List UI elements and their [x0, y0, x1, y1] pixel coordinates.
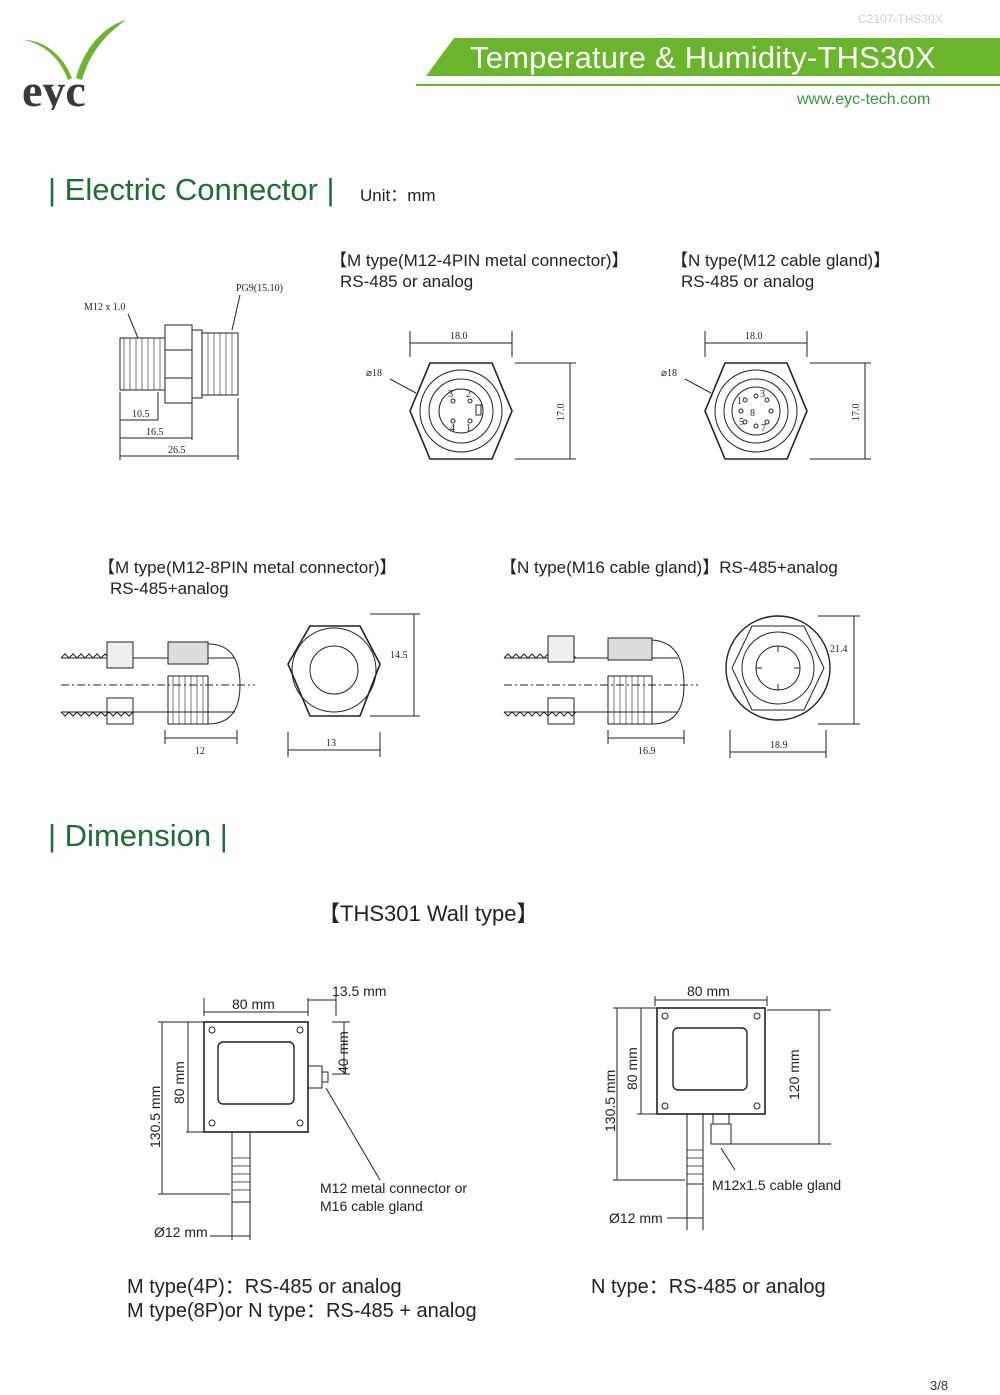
wall-type-m-drawing: 80 mm 13.5 mm 40 mm 80 mm 130.5 mm — [140, 980, 500, 1240]
svg-text:2: 2 — [466, 389, 471, 400]
m8-subtitle: RS-485+analog — [110, 579, 229, 598]
svg-text:130.5 mm: 130.5 mm — [602, 1070, 618, 1132]
note-n-type: N type：RS-485 or analog — [591, 1276, 826, 1298]
m4-front-view-drawing: 18.0 2 3 4 1 ⌀18 17.0 — [360, 325, 590, 465]
dimension-heading: | Dimension | — [48, 818, 228, 853]
dimension-subtitle: 【THS301 Wall type】 — [318, 901, 539, 926]
website-link[interactable]: www.eyc-tech.com — [797, 91, 931, 108]
svg-text:26.5: 26.5 — [168, 445, 186, 456]
svg-text:14.5: 14.5 — [390, 650, 408, 661]
svg-text:17.0: 17.0 — [556, 404, 567, 422]
svg-text:4: 4 — [450, 423, 455, 434]
m8-side-view-drawing: 12 — [55, 612, 260, 762]
svg-text:1: 1 — [466, 423, 471, 434]
n12-subtitle: RS-485 or analog — [681, 272, 815, 291]
svg-text:3: 3 — [760, 389, 765, 400]
svg-text:120 mm: 120 mm — [786, 1049, 802, 1100]
svg-text:⌀18: ⌀18 — [661, 368, 677, 379]
svg-text:80 mm: 80 mm — [171, 1061, 187, 1104]
n16-side-view-drawing: 16.9 — [498, 612, 703, 762]
svg-text:130.5 mm: 130.5 mm — [147, 1086, 163, 1148]
svg-text:80 mm: 80 mm — [232, 996, 275, 1012]
title-banner — [426, 38, 1000, 76]
svg-text:80 mm: 80 mm — [687, 983, 730, 999]
svg-text:PG9(15.10): PG9(15.10) — [236, 283, 283, 294]
m8-front-view-drawing: 14.5 13 — [280, 612, 420, 762]
svg-text:eyc: eyc — [22, 65, 86, 110]
m4-title: 【M type(M12-4PIN metal connector)】 — [330, 251, 629, 270]
unit-label: Unit：mm — [360, 186, 436, 205]
svg-text:18.9: 18.9 — [770, 740, 788, 751]
svg-text:M12 x 1.0: M12 x 1.0 — [84, 302, 125, 313]
left-probe-diameter: Ø12 mm — [154, 1224, 208, 1240]
right-probe-diameter: Ø12 mm — [609, 1210, 663, 1226]
svg-text:13: 13 — [326, 738, 336, 749]
left-callout-line2: M16 cable gland — [320, 1198, 423, 1214]
svg-text:18.0: 18.0 — [450, 331, 468, 342]
svg-text:10.5: 10.5 — [132, 409, 150, 420]
note-m8-n: M type(8P)or N type：RS-485 + analog — [127, 1300, 477, 1322]
svg-text:1: 1 — [737, 396, 742, 407]
svg-text:21.4: 21.4 — [830, 644, 848, 655]
svg-text:12: 12 — [195, 746, 205, 757]
note-m4: M type(4P)：RS-485 or analog — [127, 1276, 402, 1298]
m8-title: 【M type(M12-8PIN metal connector)】 — [98, 558, 397, 577]
svg-text:7: 7 — [761, 423, 766, 434]
n12-title: 【N type(M12 cable gland)】 — [671, 251, 891, 270]
svg-text:13.5 mm: 13.5 mm — [332, 983, 386, 999]
svg-text:80 mm: 80 mm — [624, 1047, 640, 1090]
svg-text:⌀18: ⌀18 — [366, 368, 382, 379]
electric-connector-heading: | Electric Connector | — [48, 172, 335, 207]
svg-text:5: 5 — [739, 417, 744, 428]
svg-text:40 mm: 40 mm — [335, 1031, 351, 1074]
wall-type-n-drawing: 80 mm 80 mm 130.5 mm 120 mm — [595, 980, 895, 1230]
document-title: Temperature & Humidity-THS30X — [470, 40, 936, 75]
n16-title: 【N type(M16 cable gland)】RS-485+analog — [500, 558, 838, 577]
header-divider — [416, 84, 1000, 86]
left-callout-line1: M12 metal connector or — [320, 1180, 468, 1196]
m4-subtitle: RS-485 or analog — [340, 272, 474, 291]
page-number: 3/8 — [930, 1378, 949, 1393]
svg-text:3: 3 — [448, 389, 453, 400]
n12-front-view-drawing: 18.0 1 3 8 5 7 ⌀18 17.0 — [655, 325, 885, 465]
svg-text:16.9: 16.9 — [638, 746, 656, 757]
svg-text:18.0: 18.0 — [745, 331, 763, 342]
svg-text:8: 8 — [750, 408, 755, 419]
svg-text:17.0: 17.0 — [851, 404, 862, 422]
n16-front-view-drawing: 21.4 18.9 — [718, 612, 863, 762]
connector-side-view-drawing: M12 x 1.0 PG9(15.10) 10.5 16.5 26.5 — [80, 280, 295, 465]
svg-text:16.5: 16.5 — [146, 427, 164, 438]
eyc-logo: eyc — [22, 18, 132, 116]
document-code: C2107-THS30X — [858, 12, 943, 26]
right-callout: M12x1.5 cable gland — [712, 1177, 842, 1193]
